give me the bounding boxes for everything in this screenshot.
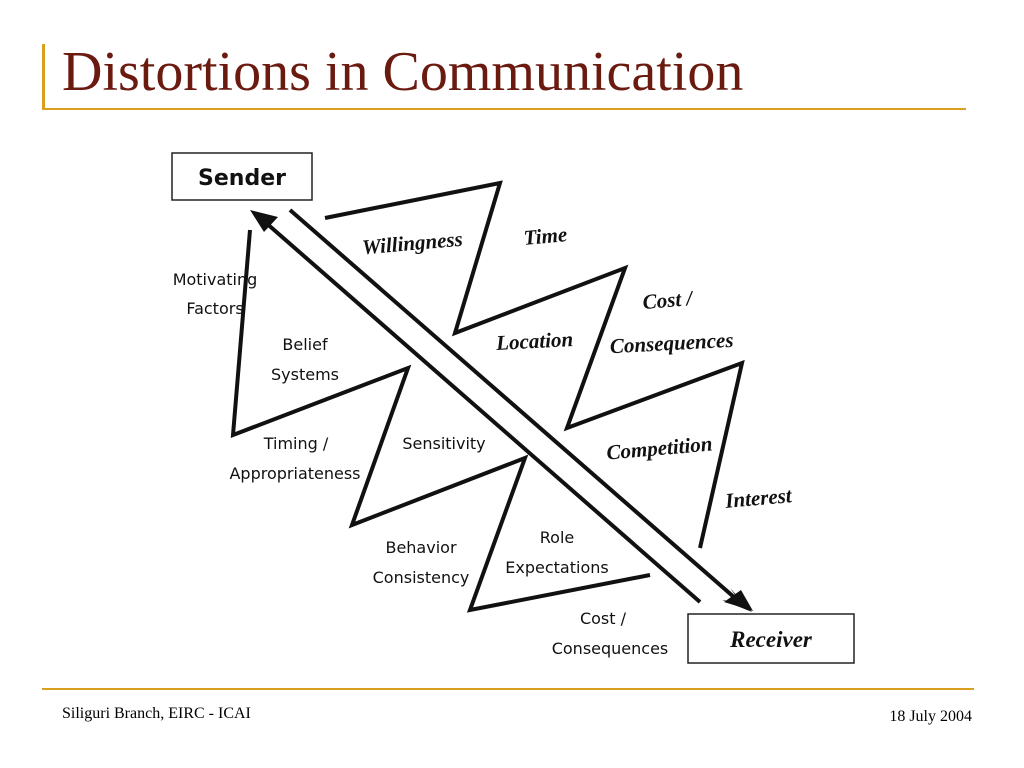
footer-date: 18 July 2004: [889, 708, 972, 725]
communication-diagram: Sender Receiver Willingness Time Locatio…: [171, 152, 855, 664]
label-interest: Interest: [723, 483, 794, 513]
label-role-2: Expectations: [505, 558, 608, 577]
label-cost-upper-1: Cost /: [642, 286, 696, 314]
label-belief-1: Belief: [282, 335, 328, 354]
label-location: Location: [495, 327, 574, 355]
label-role-1: Role: [540, 528, 574, 547]
footer-rule: [42, 688, 974, 690]
footer-organization: Siliguri Branch, EIRC - ICAI: [62, 705, 251, 722]
sender-box: [171, 152, 313, 201]
label-time: Time: [523, 222, 568, 250]
label-sensitivity: Sensitivity: [402, 434, 485, 453]
label-cost-upper-2: Consequences: [609, 328, 734, 358]
arrowhead-sender-icon: [250, 210, 278, 232]
lower-zigzag-line: [230, 229, 651, 613]
label-willingness: Willingness: [361, 227, 463, 260]
label-timing-2: Appropriateness: [229, 464, 360, 483]
label-behavior-2: Consistency: [373, 568, 470, 587]
receiver-to-sender-line: [263, 220, 702, 604]
label-behavior-1: Behavior: [385, 538, 456, 557]
label-timing-1: Timing /: [263, 434, 329, 453]
label-belief-2: Systems: [271, 365, 339, 384]
label-competition: Competition: [605, 431, 713, 464]
title-accent-bar: [42, 44, 45, 108]
label-motivating-2: Factors: [186, 299, 243, 318]
label-motivating-1: Motivating: [173, 270, 258, 289]
label-cost-lower-1: Cost /: [580, 609, 627, 628]
arrowhead-receiver-tip-icon: [724, 590, 753, 611]
upper-zigzag-line: [324, 180, 745, 549]
label-cost-lower-2: Consequences: [552, 639, 669, 658]
sender-to-receiver-line: [288, 208, 737, 600]
slide-title: Distortions in Communication: [62, 41, 744, 103]
receiver-box: [687, 613, 855, 664]
receiver-label: Receiver: [729, 627, 813, 652]
title-rule: [42, 108, 966, 110]
sender-label: Sender: [198, 166, 286, 191]
